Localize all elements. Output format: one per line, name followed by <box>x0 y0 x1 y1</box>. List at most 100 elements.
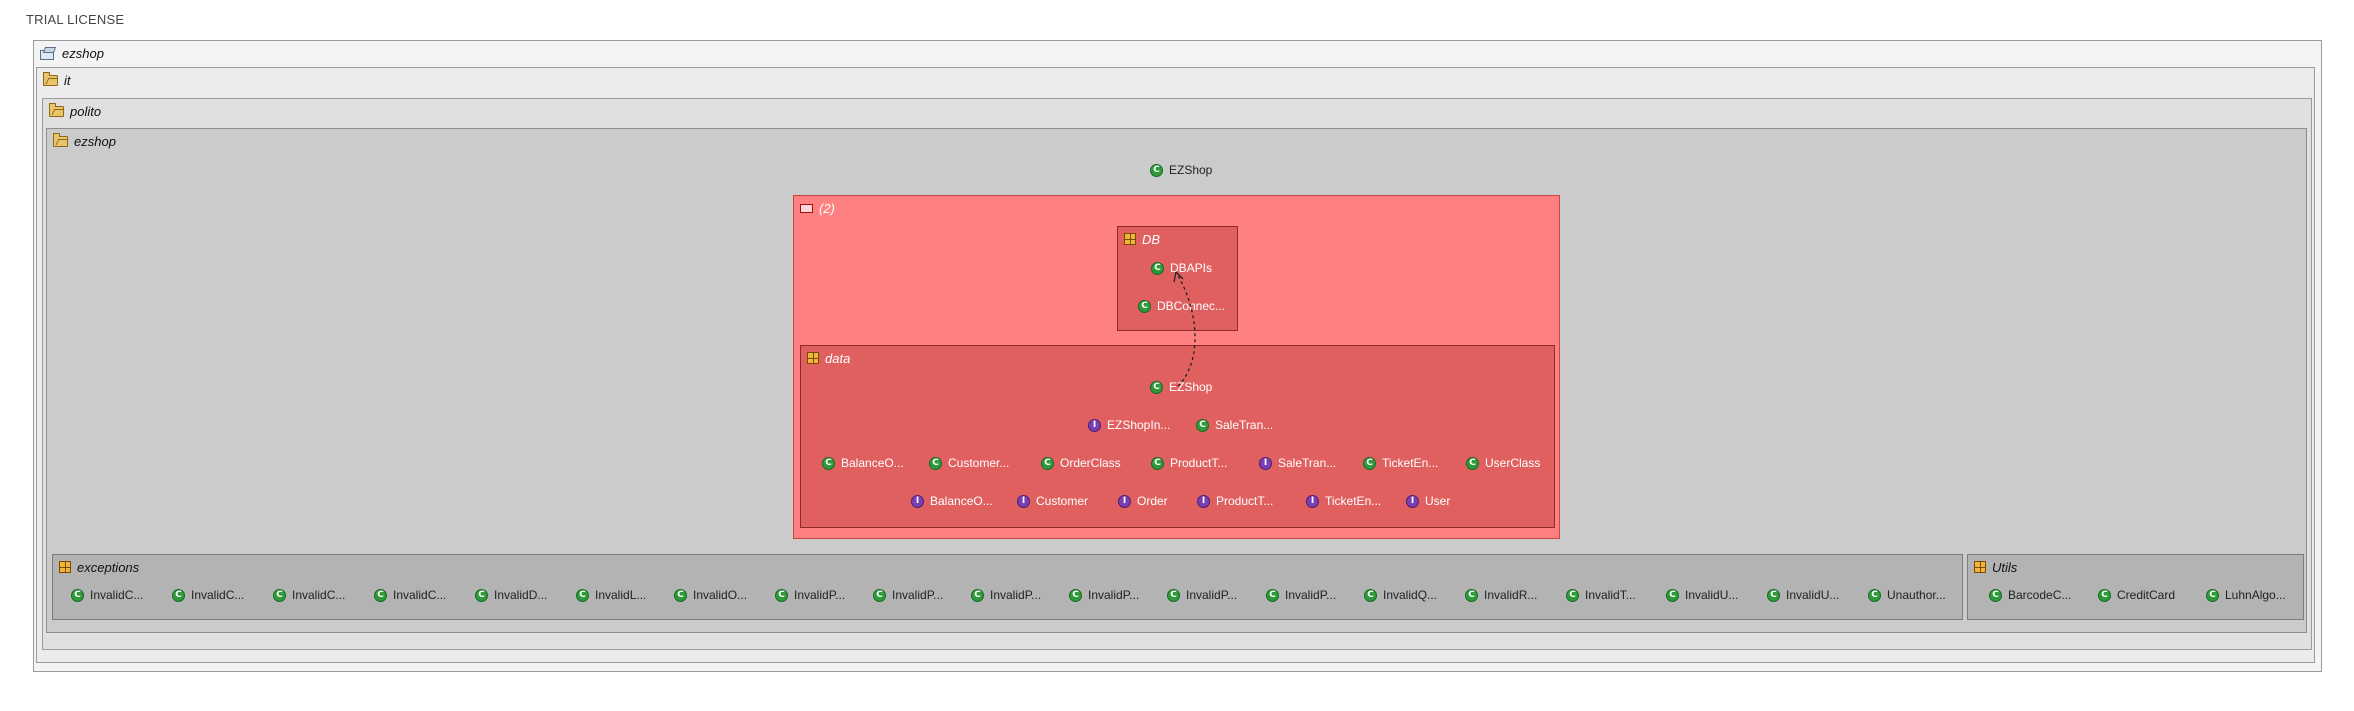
class-icon: C <box>1150 380 1163 394</box>
class-icon: C <box>374 588 387 602</box>
class-label: EZShopIn... <box>1107 418 1171 432</box>
class-label: BalanceO... <box>930 494 993 508</box>
class-icon: C <box>1138 299 1151 313</box>
group-label: (2) <box>819 200 835 216</box>
class-label: TicketEn... <box>1325 494 1382 508</box>
class-node[interactable]: C TicketEn... <box>1363 456 1438 470</box>
class-label: EZShop <box>1169 163 1213 177</box>
interface-node[interactable]: I Customer <box>1017 494 1088 508</box>
class-icon: C <box>1666 588 1679 602</box>
package-data[interactable]: data <box>800 345 1555 528</box>
class-node[interactable]: C Unauthor... <box>1868 588 1946 602</box>
interface-node[interactable]: I User <box>1406 494 1450 508</box>
class-label: OrderClass <box>1060 456 1121 470</box>
class-icon: C <box>674 588 687 602</box>
class-icon: C <box>1466 456 1479 470</box>
folder-icon <box>43 71 58 86</box>
class-label: SaleTran... <box>1215 418 1274 432</box>
package-icon <box>59 561 71 573</box>
class-label: Unauthor... <box>1887 588 1946 602</box>
class-node[interactable]: C BarcodeC... <box>1989 588 2071 602</box>
class-node[interactable]: C SaleTran... <box>1196 418 1273 432</box>
class-icon: C <box>1989 588 2002 602</box>
class-label: CreditCard <box>2117 588 2176 602</box>
folder-icon <box>49 102 64 117</box>
interface-node[interactable]: I EZShopIn... <box>1088 418 1170 432</box>
interface-icon: I <box>1017 494 1030 508</box>
class-icon: C <box>2206 588 2219 602</box>
package-label-data: data <box>825 350 851 366</box>
class-label: InvalidP... <box>794 588 846 602</box>
class-label: ProductT... <box>1170 456 1228 470</box>
class-node[interactable]: C BalanceO... <box>822 456 904 470</box>
class-icon: C <box>1363 456 1376 470</box>
package-label-utils: Utils <box>1992 559 2018 575</box>
package-exceptions[interactable]: exceptions <box>52 554 1963 620</box>
class-node[interactable]: C DBAPIs <box>1151 261 1212 275</box>
class-label: InvalidU... <box>1786 588 1840 602</box>
class-label: Customer <box>1036 494 1089 508</box>
interface-node[interactable]: I TicketEn... <box>1306 494 1381 508</box>
class-node[interactable]: C InvalidC... <box>374 588 446 602</box>
class-icon: C <box>1151 456 1164 470</box>
package-db[interactable]: DB <box>1117 226 1238 331</box>
class-label: User <box>1425 494 1451 508</box>
class-icon: C <box>1566 588 1579 602</box>
class-icon: C <box>576 588 589 602</box>
class-node[interactable]: C EZShop <box>1150 380 1212 394</box>
class-icon: C <box>172 588 185 602</box>
class-node[interactable]: C InvalidP... <box>1069 588 1139 602</box>
class-label: InvalidP... <box>1088 588 1140 602</box>
class-node[interactable]: C ProductT... <box>1151 456 1227 470</box>
class-label: InvalidC... <box>393 588 447 602</box>
class-label: BarcodeC... <box>2008 588 2072 602</box>
class-node[interactable]: C UserClass <box>1466 456 1540 470</box>
class-icon: C <box>1868 588 1881 602</box>
class-node[interactable]: C OrderClass <box>1041 456 1121 470</box>
interface-icon: I <box>911 494 924 508</box>
trial-license-label: TRIAL LICENSE <box>26 12 125 27</box>
class-icon: C <box>873 588 886 602</box>
class-icon: C <box>1266 588 1279 602</box>
interface-icon: I <box>1259 456 1272 470</box>
interface-node[interactable]: I BalanceO... <box>911 494 993 508</box>
class-node[interactable]: C InvalidP... <box>873 588 943 602</box>
interface-node[interactable]: I ProductT... <box>1197 494 1273 508</box>
class-label: InvalidC... <box>90 588 144 602</box>
interface-icon: I <box>1197 494 1210 508</box>
class-icon: C <box>1069 588 1082 602</box>
interface-node[interactable]: I Order <box>1118 494 1168 508</box>
class-label: LuhnAlgo... <box>2225 588 2286 602</box>
class-label: InvalidP... <box>892 588 944 602</box>
class-label: UserClass <box>1485 456 1541 470</box>
package-label-ezshop: ezshop <box>74 133 116 149</box>
package-label-db: DB <box>1142 231 1161 247</box>
class-label: DBAPIs <box>1170 261 1213 275</box>
class-node[interactable]: C EZShop <box>1150 163 1212 177</box>
class-label: ProductT... <box>1216 494 1274 508</box>
dependency-arrow <box>1173 271 1196 387</box>
class-label: InvalidP... <box>990 588 1042 602</box>
interface-node[interactable]: I SaleTran... <box>1259 456 1336 470</box>
class-icon: C <box>475 588 488 602</box>
package-utils[interactable]: Utils <box>1967 554 2304 620</box>
class-node[interactable]: C Customer... <box>929 456 1009 470</box>
class-label: InvalidQ... <box>1383 588 1438 602</box>
class-node[interactable]: C LuhnAlgo... <box>2206 588 2286 602</box>
